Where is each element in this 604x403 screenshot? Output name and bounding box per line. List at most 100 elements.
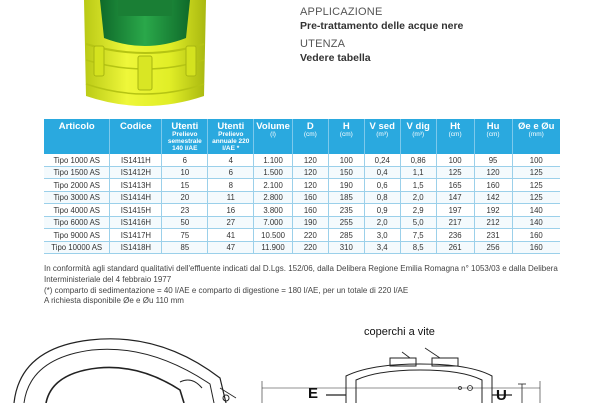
- table-cell: 100: [436, 154, 475, 167]
- table-cell: 125: [512, 178, 560, 192]
- table-cell: 185: [328, 191, 365, 205]
- table-cell: 3,0: [364, 228, 401, 242]
- table-cell: 197: [436, 203, 475, 217]
- table-cell: Tipo 1500 AS: [44, 166, 111, 180]
- note-diameter-option: A richiesta disponibile Øe e Øu 110 mm: [44, 296, 184, 306]
- label-e: E: [308, 385, 318, 402]
- table-cell: 310: [328, 241, 365, 255]
- table-cell: 7,5: [400, 228, 437, 242]
- table-cell: 0,86: [400, 154, 437, 167]
- section-view-drawing: [261, 347, 541, 403]
- table-cell: 15: [161, 178, 209, 192]
- application-info: APPLICAZIONE Pre-trattamento delle acque…: [300, 6, 463, 70]
- table-cell: 16: [207, 203, 255, 217]
- table-cell: 160: [474, 178, 513, 192]
- table-cell: IS1415H: [109, 203, 163, 217]
- table-cell: 3,4: [364, 241, 401, 255]
- table-cell: 2.800: [253, 191, 293, 205]
- table-cell: 142: [474, 191, 513, 205]
- table-cell: 255: [328, 216, 365, 230]
- table-cell: 231: [474, 228, 513, 242]
- table-cell: 10.500: [253, 228, 293, 242]
- header-diameter: Øe e Øu(mm): [512, 119, 560, 155]
- table-cell: 1,5: [400, 178, 437, 192]
- note-compartments: (*) comparto di sedimentazione = 40 l/AE…: [44, 285, 409, 295]
- table-cell: 2,0: [400, 191, 437, 205]
- table-cell: 190: [328, 178, 365, 192]
- table-cell: 0,8: [364, 191, 401, 205]
- table-cell: 11.900: [253, 241, 293, 255]
- table-cell: 27: [207, 216, 255, 230]
- table-cell: IS1411H: [109, 154, 163, 167]
- table-cell: Tipo 9000 AS: [44, 228, 111, 242]
- table-cell: 160: [292, 191, 329, 205]
- footnotes: In conformità agli standard qualitativi …: [44, 264, 564, 307]
- table-cell: IS1417H: [109, 228, 163, 242]
- table-cell: 125: [512, 166, 560, 180]
- table-cell: 140: [512, 203, 560, 217]
- table-cell: 0,4: [364, 166, 401, 180]
- table-cell: IS1412H: [109, 166, 163, 180]
- table-cell: 160: [512, 228, 560, 242]
- table-cell: Tipo 3000 AS: [44, 191, 111, 205]
- table-cell: 2,9: [400, 203, 437, 217]
- table-cell: 1.500: [253, 166, 293, 180]
- table-cell: 220: [292, 228, 329, 242]
- table-cell: 120: [292, 154, 329, 167]
- table-cell: 4: [207, 154, 255, 167]
- table-cell: 125: [436, 166, 475, 180]
- table-cell: 6: [207, 166, 255, 180]
- table-cell: 120: [292, 166, 329, 180]
- table-cell: Tipo 10000 AS: [44, 241, 111, 255]
- table-cell: 100: [328, 154, 365, 167]
- table-cell: 212: [474, 216, 513, 230]
- table-cell: 140: [512, 216, 560, 230]
- table-cell: 11: [207, 191, 255, 205]
- applicazione-value: Pre-trattamento delle acque nere: [300, 19, 464, 32]
- table-cell: 20: [161, 191, 209, 205]
- top-view-drawing: [13, 338, 237, 403]
- table-cell: IS1416H: [109, 216, 163, 230]
- header-codice: Codice: [109, 119, 163, 155]
- header-articolo: Articolo: [44, 119, 111, 155]
- technical-drawing: coperchi a vite E U: [13, 326, 541, 403]
- table-cell: 192: [474, 203, 513, 217]
- header-h: H(cm): [328, 119, 365, 155]
- header-v-dig: V dig(m³): [400, 119, 437, 155]
- header-d: D(cm): [292, 119, 329, 155]
- header-hu: Hu(cm): [474, 119, 513, 155]
- table-cell: 220: [292, 241, 329, 255]
- table-cell: 165: [436, 178, 475, 192]
- table-cell: 2,0: [364, 216, 401, 230]
- product-tank-image: [84, 0, 206, 106]
- table-cell: 0,9: [364, 203, 401, 217]
- applicazione-label: APPLICAZIONE: [300, 6, 383, 18]
- table-cell: 3.800: [253, 203, 293, 217]
- table-cell: Tipo 6000 AS: [44, 216, 111, 230]
- table-cell: 235: [328, 203, 365, 217]
- callout-coperchi: coperchi a vite: [364, 326, 435, 338]
- table-cell: 10: [161, 166, 209, 180]
- utenza-value: Vedere tabella: [300, 51, 371, 64]
- utenza-label: UTENZA: [300, 37, 346, 50]
- table-cell: 190: [292, 216, 329, 230]
- header-volume: Volume(l): [253, 119, 293, 155]
- table-cell: 8,5: [400, 241, 437, 255]
- table-cell: 256: [474, 241, 513, 255]
- table-cell: IS1413H: [109, 178, 163, 192]
- table-cell: 5,0: [400, 216, 437, 230]
- table-cell: 285: [328, 228, 365, 242]
- table-cell: 85: [161, 241, 209, 255]
- table-cell: 217: [436, 216, 475, 230]
- table-cell: 120: [474, 166, 513, 180]
- table-cell: 160: [292, 203, 329, 217]
